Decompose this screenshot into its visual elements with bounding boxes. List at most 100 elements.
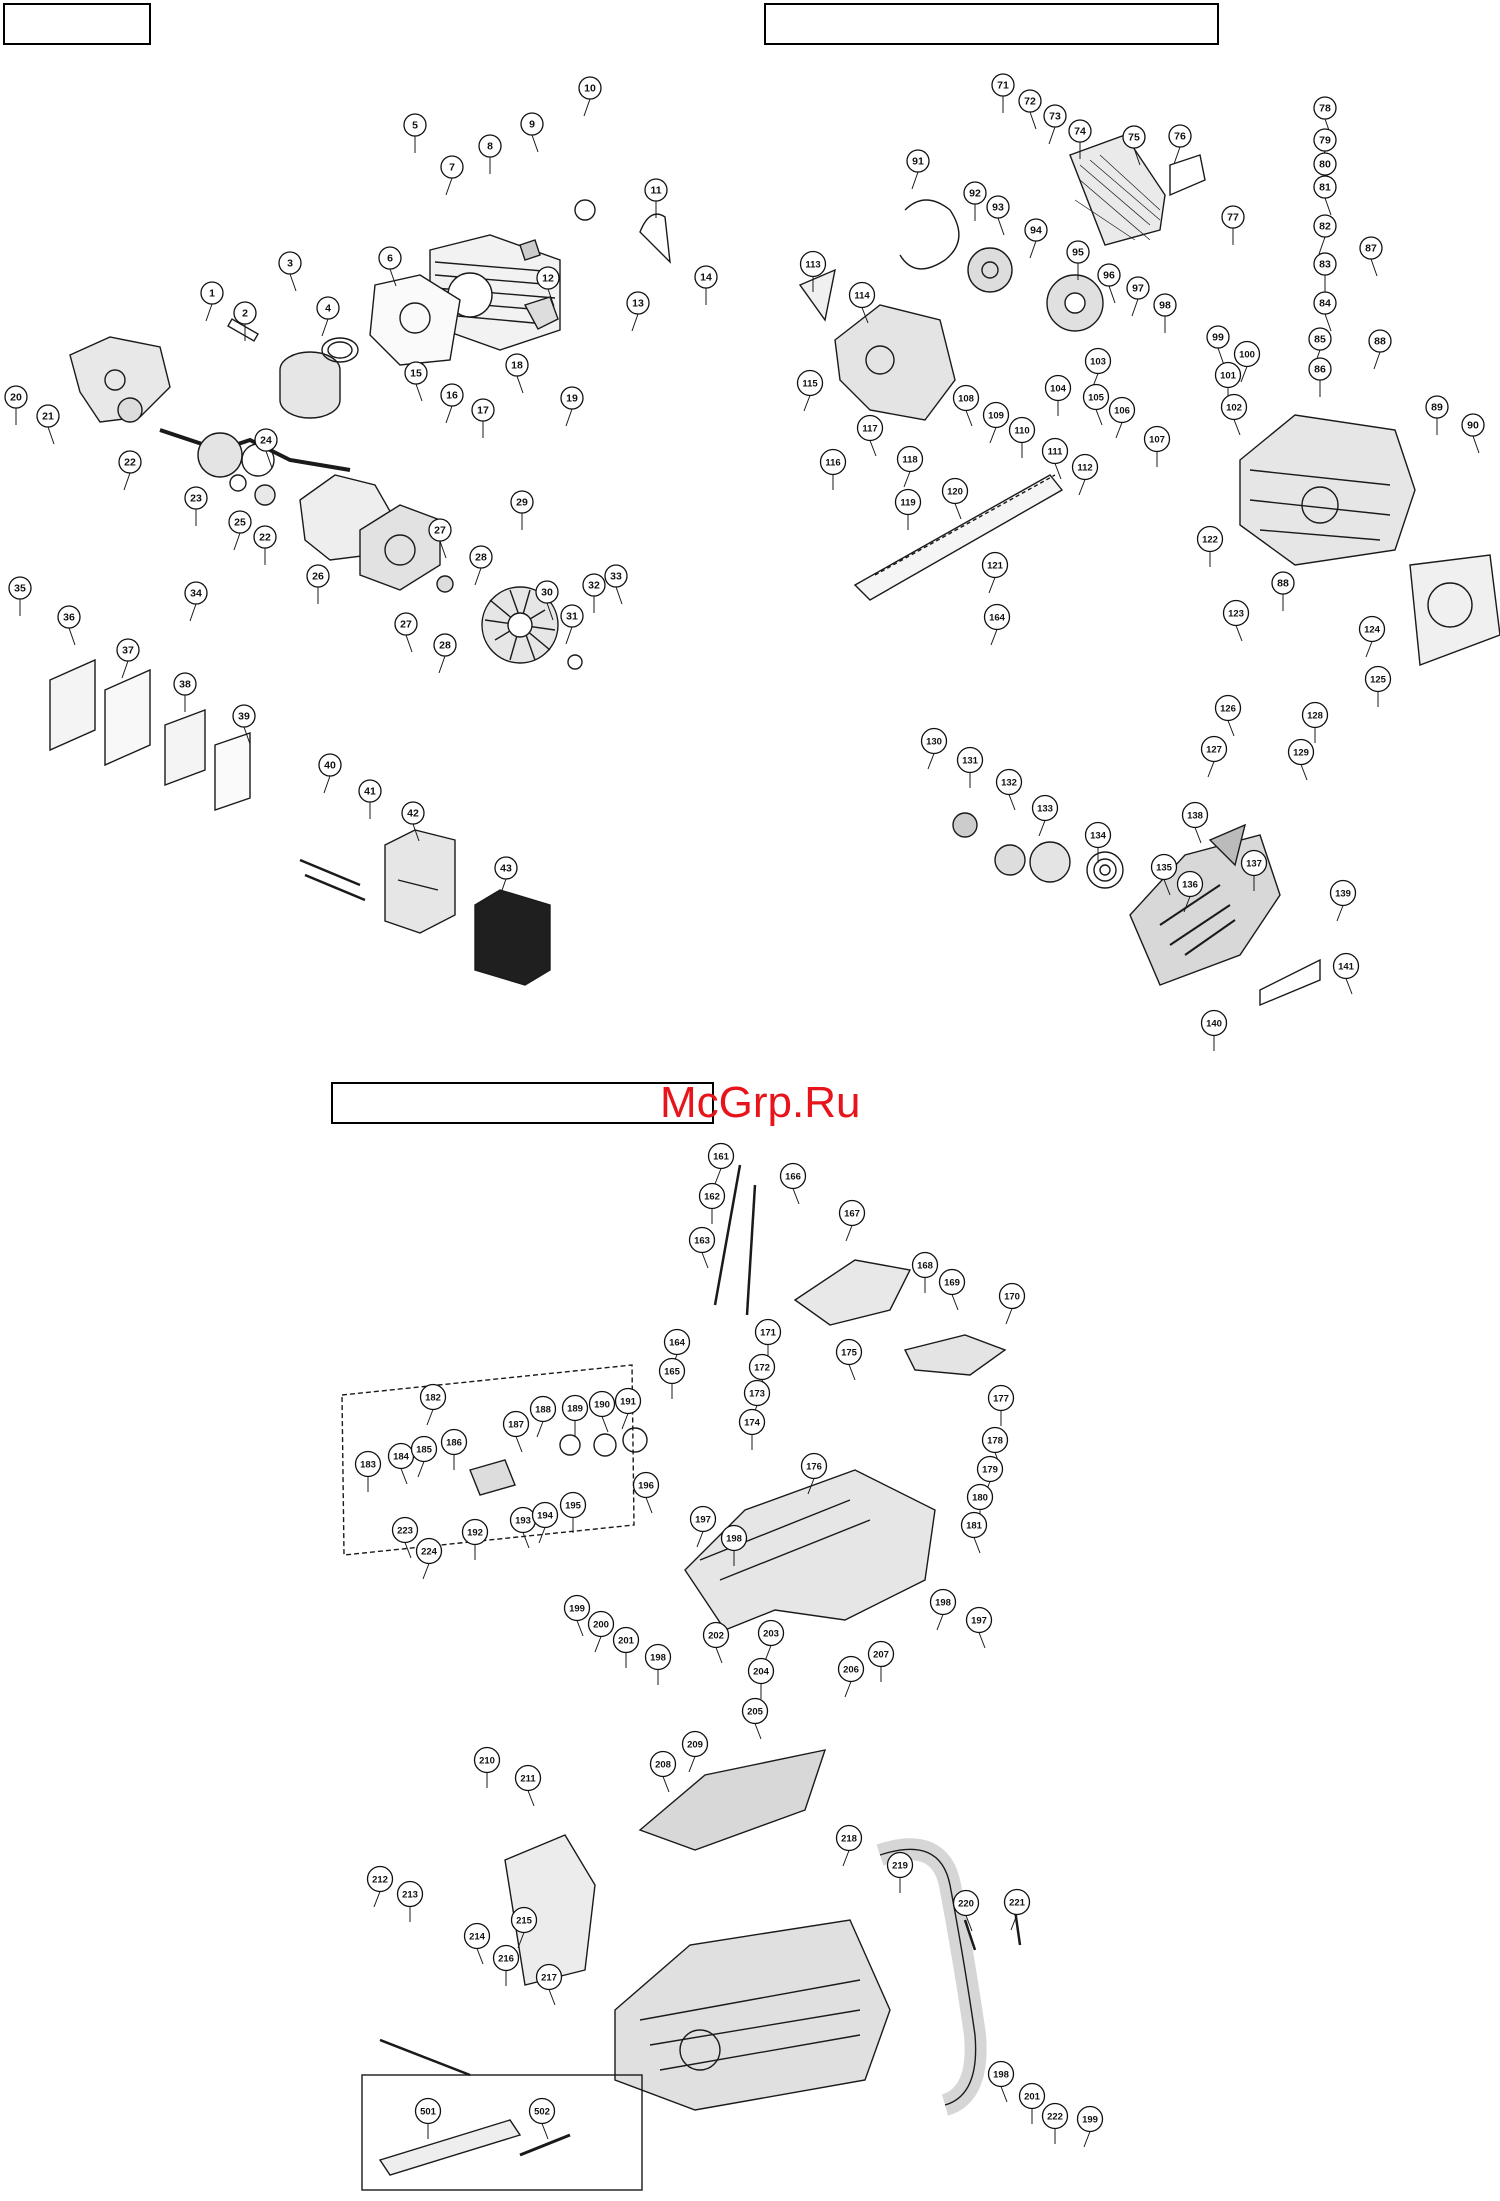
callout-circle <box>414 2097 442 2125</box>
callout-28: 28 <box>469 545 493 569</box>
leader-line <box>911 171 919 190</box>
callout-42: 42 <box>401 801 425 825</box>
callout-104: 104 <box>1044 374 1072 402</box>
callout-number: 38 <box>179 679 191 691</box>
callout-number: 118 <box>902 455 917 466</box>
callout-132: 132 <box>995 768 1023 796</box>
leader-line <box>601 1416 609 1433</box>
callout-circle <box>1153 293 1177 317</box>
callout-41: 41 <box>358 779 382 803</box>
leader-line <box>701 1252 709 1269</box>
callout-number: 213 <box>402 1890 418 1901</box>
callout-35: 35 <box>8 576 32 600</box>
callout-circle <box>757 1619 785 1647</box>
callout-number: 190 <box>594 1400 610 1411</box>
section-header-box-3 <box>331 1082 714 1124</box>
callout-circle <box>1359 236 1383 260</box>
callout-circle <box>694 265 718 289</box>
callout-number: 3 <box>287 258 293 270</box>
callout-88: 88 <box>1271 571 1295 595</box>
callout-circle <box>461 1518 489 1546</box>
callout-circle <box>649 1750 677 1778</box>
callout-circle <box>419 1383 447 1411</box>
callout-116: 116 <box>819 448 847 476</box>
callout-number: 74 <box>1074 126 1086 138</box>
callout-92: 92 <box>963 181 987 205</box>
callout-number: 173 <box>749 1389 765 1400</box>
leader-line <box>583 98 591 117</box>
callout-number: 40 <box>324 760 336 772</box>
callout-circle <box>894 488 922 516</box>
callout-170: 170 <box>998 1282 1026 1310</box>
callout-number: 167 <box>844 1209 860 1220</box>
section-header-box-2 <box>764 3 1219 45</box>
leader-line <box>243 726 251 745</box>
callout-circle <box>1122 125 1146 149</box>
callout-34: 34 <box>184 581 208 605</box>
leader-line <box>1078 479 1086 496</box>
callout-81: 81 <box>1313 175 1337 199</box>
callout-number: 13 <box>632 298 644 310</box>
callout-39: 39 <box>232 704 256 728</box>
callout-164: 164 <box>663 1328 691 1356</box>
callout-21: 21 <box>36 404 60 428</box>
callout-198: 198 <box>987 2060 1015 2088</box>
callout-number: 188 <box>535 1405 551 1416</box>
callout-191: 191 <box>614 1387 642 1415</box>
callout-circle <box>976 1455 1004 1483</box>
callout-number: 35 <box>14 583 26 595</box>
callout-number: 108 <box>958 394 974 405</box>
callout-circle <box>983 603 1011 631</box>
callout-number: 96 <box>1103 270 1115 282</box>
callout-circle <box>535 1963 563 1991</box>
callout-circle <box>233 301 257 325</box>
callout-number: 134 <box>1090 831 1107 842</box>
callout-number: 209 <box>687 1740 703 1751</box>
callout-circle <box>433 633 457 657</box>
callout-number: 78 <box>1319 103 1331 115</box>
callout-number: 133 <box>1037 804 1053 815</box>
callout-204: 204 <box>747 1657 775 1685</box>
callout-162: 162 <box>698 1182 726 1210</box>
callout-circle <box>440 383 464 407</box>
callout-circle <box>232 704 256 728</box>
callout-circle <box>963 181 987 205</box>
callout-circle <box>478 134 502 158</box>
callout-circle <box>981 1426 1009 1454</box>
callout-168: 168 <box>911 1251 939 1279</box>
callout-125: 125 <box>1364 665 1392 693</box>
callout-206: 206 <box>837 1655 865 1683</box>
callout-circle <box>1076 2105 1104 2133</box>
callout-circle <box>1084 821 1112 849</box>
callout-number: 218 <box>841 1834 857 1845</box>
callout-circle <box>8 576 32 600</box>
callout-circle <box>663 1328 691 1356</box>
callout-number: 18 <box>511 360 523 372</box>
callout-circle <box>173 672 197 696</box>
leader-line <box>426 1409 434 1426</box>
callout-circle <box>748 1353 776 1381</box>
callout-173: 173 <box>743 1379 771 1407</box>
callout-8: 8 <box>478 134 502 158</box>
callout-circle <box>1206 325 1230 349</box>
leader-line <box>936 1614 944 1631</box>
callout-138: 138 <box>1181 801 1209 829</box>
leader-line <box>1095 409 1103 426</box>
callout-94: 94 <box>1024 218 1048 242</box>
callout-20: 20 <box>4 385 28 409</box>
callout-circle <box>316 296 340 320</box>
callout-circle <box>1196 525 1224 553</box>
callout-number: 82 <box>1319 221 1331 233</box>
callout-number: 33 <box>610 571 622 583</box>
leader-line <box>988 577 996 594</box>
leader-line <box>1048 126 1056 145</box>
leader-line <box>68 627 76 646</box>
leader-line <box>1318 236 1326 255</box>
callout-181: 181 <box>960 1511 988 1539</box>
callout-213: 213 <box>396 1880 424 1908</box>
callout-circle <box>960 1511 988 1539</box>
callout-208: 208 <box>649 1750 677 1778</box>
callout-number: 199 <box>1082 2115 1098 2126</box>
callout-number: 81 <box>1319 182 1331 194</box>
leader-line <box>565 626 573 645</box>
